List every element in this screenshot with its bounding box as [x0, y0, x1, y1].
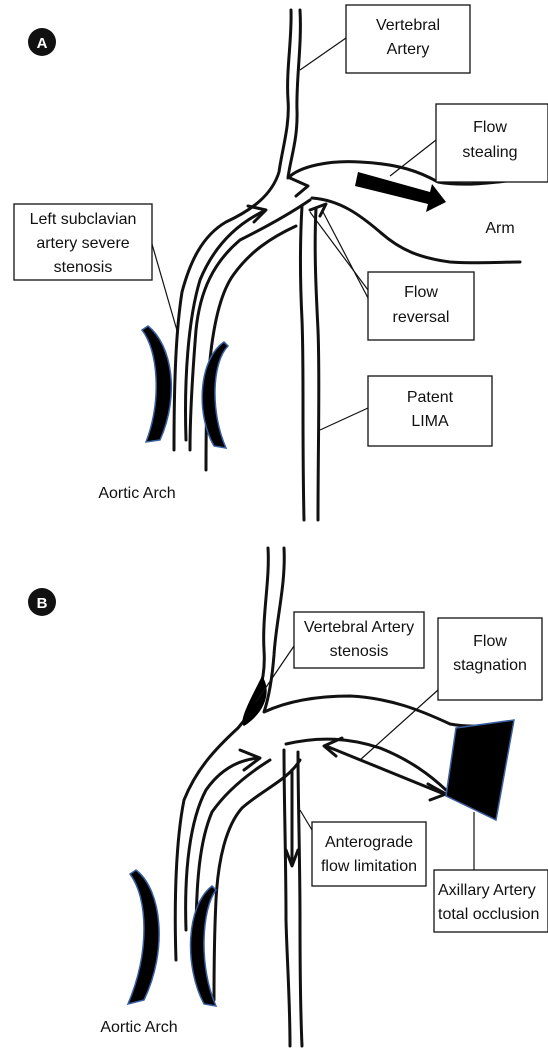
flow-reversal-leader-1 — [310, 212, 368, 290]
patent-lima-leader — [320, 408, 368, 430]
flow-reversal-leader-2 — [322, 210, 368, 298]
stenosis-crescent-b-left — [128, 870, 159, 1004]
subclavian-label-line2: artery severe — [36, 235, 129, 252]
stenosis-crescent-left — [142, 326, 171, 442]
vertebral-artery-callout-box — [346, 5, 470, 73]
flow-stealing-label-line2: stealing — [462, 144, 517, 161]
patent-lima-label-line1: Patent — [407, 389, 454, 406]
vertebral-artery-leader — [300, 38, 346, 70]
anterograde-callout-box — [312, 822, 426, 886]
flow-stealing-callout-box — [436, 104, 548, 182]
reversal-arrow-1 — [290, 178, 308, 196]
panel-a: A Vertebral Artery Flow stealing Arm Lef… — [14, 5, 548, 520]
lima-left-wall — [301, 206, 305, 520]
vertebral-artery-label-line1: Vertebral — [376, 17, 440, 34]
aortic-arch-label-a: Aortic Arch — [98, 485, 175, 502]
patent-lima-callout-box — [368, 376, 492, 446]
anterograde-label-line1: Anterograde — [325, 834, 413, 851]
stagnation-arrowhead-left — [324, 738, 342, 756]
vertebral-stenosis-label-line2: stenosis — [330, 643, 389, 660]
patent-lima-label-line2: LIMA — [411, 413, 449, 430]
lima-right-wall — [315, 208, 319, 520]
anterograde-leader — [300, 810, 312, 830]
flow-reversal-callout-box — [368, 272, 474, 340]
vertebral-artery-label-line2: Artery — [387, 41, 430, 58]
flow-stagnation-label-line1: Flow — [473, 633, 507, 650]
subclavian-label-line1: Left subclavian — [30, 211, 137, 228]
flow-stagnation-leader — [360, 690, 438, 760]
lima-b-left-wall — [284, 750, 290, 1046]
arm-label: Arm — [485, 220, 514, 237]
stenosis-crescent-b-right — [191, 886, 216, 1006]
panel-b-badge-label: B — [37, 595, 48, 612]
aortic-arch-label-b: Aortic Arch — [100, 1019, 177, 1036]
flow-reversal-label-line1: Flow — [404, 284, 438, 301]
flow-stealing-label-line1: Flow — [473, 119, 507, 136]
flow-stagnation-double-arrow — [326, 746, 444, 794]
panel-a-badge-label: A — [37, 35, 48, 52]
vertebral-stenosis-label-line1: Vertebral Artery — [304, 619, 414, 636]
subclavian-label-line3: stenosis — [54, 259, 113, 276]
vertebral-artery-b-left-wall — [175, 548, 268, 960]
vertebral-stenosis-blob — [242, 676, 266, 726]
anterograde-label-line2: flow limitation — [321, 858, 417, 875]
subclavian-leader — [152, 244, 178, 334]
flow-stagnation-label-line2: stagnation — [453, 657, 527, 674]
axillary-label-line2: total occlusion — [438, 906, 539, 923]
arm-artery-b-lower-wall — [286, 739, 446, 790]
panel-b: B Vertebral Artery stenosis Flow st — [28, 548, 548, 1046]
lima-b-right-wall — [298, 752, 302, 1046]
flow-reversal-label-line2: reversal — [393, 309, 450, 326]
axillary-label-line1: Axillary Artery — [438, 882, 536, 899]
axillary-occlusion-block — [446, 720, 514, 820]
